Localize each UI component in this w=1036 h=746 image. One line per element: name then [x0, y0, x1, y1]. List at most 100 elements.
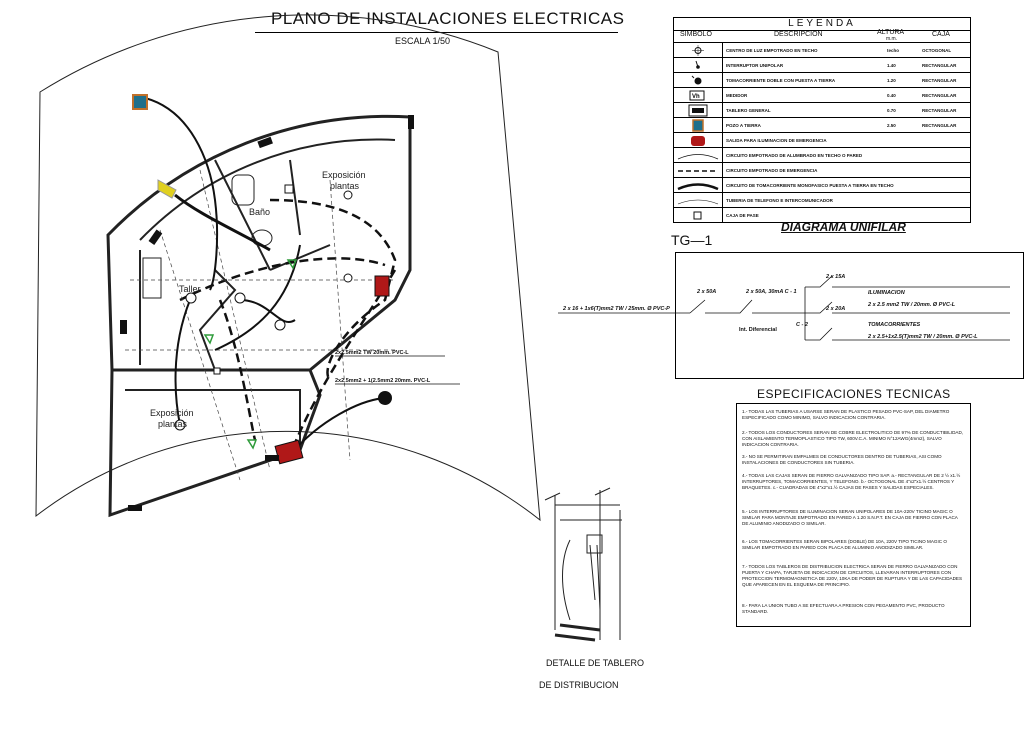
ground-icon — [674, 118, 723, 133]
line-dashed-icon — [674, 163, 723, 178]
legend-desc: POZO A TIERRA — [726, 123, 761, 128]
legend-desc: CENTRO DE LUZ EMPOTRADO EN TECHO — [726, 48, 818, 53]
legend-desc: TABLERO GENERAL — [726, 108, 771, 113]
diff-label: Int. Diferencial — [739, 327, 777, 333]
spec-item: 5.- LOS INTERRUPTORES DE ILUMINACION SER… — [742, 509, 958, 526]
inner-wall-south — [125, 389, 301, 445]
feeder-cable: 2 x 16 + 1x6(T)mm2 TW / 25mm. Ø PVC-P — [563, 306, 670, 312]
c1-cable: 2 x 2.5 mm2 TW / 20mm. Ø PVC-L — [868, 302, 956, 308]
diff-breaker: 2 x 50A, 30mA C - 1 — [746, 289, 797, 295]
pass-box-icon — [284, 184, 294, 194]
outlet-icons — [203, 259, 298, 450]
ceiling-light-icon — [343, 190, 353, 200]
c2-name: TOMACORRIENTES — [868, 322, 921, 328]
c1-breaker: 2 x 15A — [826, 274, 846, 280]
ceiling-light-icon — [274, 319, 286, 331]
switch-icon — [157, 179, 177, 199]
legend-row: CIRCUITO EMPOTRADO DE ALUMBRADO EN TECHO… — [674, 147, 970, 163]
line-thin-curve-icon — [674, 148, 723, 163]
legend-height: 2.50 — [887, 123, 896, 128]
spec-item: 8.- PARA LA UNION TUBO A SE EFECTUARA A … — [742, 603, 945, 614]
spec-item: 2.- TODOS LOS CONDUCTORES SERAN DE COBRE… — [742, 430, 964, 447]
legend-box: RECTANGULAR — [922, 108, 957, 113]
legend-header-height-unit: m.m. — [886, 36, 898, 42]
c2-breaker: 2 x 20A — [826, 306, 846, 312]
legend-box: OCTOGONAL — [922, 48, 952, 53]
legend-height: 0.70 — [887, 108, 896, 113]
wall-hatches — [120, 115, 414, 511]
circuit-label-1: 2x2.5mm2 TW 20mm. PVC-L — [335, 350, 409, 356]
legend-table: LEYENDA SIMBOLO DESCRIPCION ALTURA m.m. … — [673, 17, 971, 223]
meter-icon: Vh — [674, 88, 723, 103]
legend-height: 0.40 — [887, 93, 896, 98]
emergency-circuit-1 — [179, 257, 386, 302]
spec-item: 7.- TODOS LOS TABLEROS DE DISTRIBUCION E… — [742, 564, 963, 587]
outlet-circuit-1 — [174, 193, 271, 252]
legend-desc: INTERRUPTOR UNIPOLAR — [726, 63, 784, 68]
ceiling-light-icon — [674, 43, 723, 58]
c1-name: ILUMINACION — [868, 290, 905, 296]
meter-icon — [378, 391, 392, 405]
legend-desc: CAJA DE PASE — [726, 213, 759, 218]
lighting-circuit-3 — [239, 299, 296, 323]
room-label-expo1: Exposición — [322, 170, 366, 180]
legend-header-height: ALTURA — [877, 29, 905, 36]
spec-item: 3.- NO SE PERMITIRAN EMPALMES DE CONDUCT… — [742, 454, 942, 465]
specs-title: ESPECIFICACIONES TECNICAS — [757, 387, 951, 401]
legend-row: CIRCUITO DE TOMACORRIENTE MONOFASICO PUE… — [674, 177, 970, 193]
specs-box: 1.- TODAS LAS TUBERIAS A USARSE SERAN DE… — [736, 403, 971, 627]
inner-wall-arc — [139, 138, 396, 241]
telephone-lines — [125, 169, 395, 481]
outlet-icon — [674, 73, 723, 88]
title-underline — [255, 32, 618, 33]
spec-item: 4.- TODAS LAS CAJAS SERAN DE FIERRO GALV… — [742, 473, 961, 490]
legend-title: LEYENDA — [674, 18, 970, 31]
unifilar-title: DIAGRAMA UNIFILAR — [781, 220, 906, 234]
legend-row: TABLERO GENERAL 0.70 RECTANGULAR — [674, 102, 970, 118]
emergency-circuit-4 — [288, 269, 397, 456]
emergency-circuit-2 — [269, 198, 397, 381]
c2-tag: C - 2 — [796, 322, 808, 328]
legend-row: CIRCUITO EMPOTRADO DE EMERGENCIA — [674, 162, 970, 178]
ceiling-light-icon — [234, 292, 246, 304]
tg-label: TG—1 — [671, 232, 713, 248]
page-title: PLANO DE INSTALACIONES ELECTRICAS — [271, 9, 625, 28]
legend-desc: TOMACORRIENTE DOBLE CON PUESTA A TIERRA — [726, 78, 836, 83]
scale-label: ESCALA 1/50 — [395, 36, 451, 46]
ceiling-light-icon — [343, 273, 353, 283]
legend-box: RECTANGULAR — [922, 78, 957, 83]
detail-caption-1: DETALLE DE TABLERO — [546, 658, 645, 668]
legend-height: 1.20 — [887, 78, 896, 83]
building-wall-north — [106, 114, 412, 372]
pass-box-icon — [213, 367, 221, 375]
spec-item: 6.- LOS TOMACORRIENTES SERAN BIPOLARES (… — [742, 539, 947, 550]
legend-header-desc: DESCRIPCION — [774, 31, 823, 38]
panel-icon — [674, 103, 723, 118]
emergency-circuit-3 — [218, 299, 257, 441]
line-thin-icon — [674, 193, 723, 208]
ceiling-light-icon — [185, 292, 197, 304]
legend-height: 1.40 — [887, 63, 896, 68]
emergency-light-icon — [374, 275, 390, 297]
legend-box: RECTANGULAR — [922, 93, 957, 98]
legend-desc: CIRCUITO EMPOTRADO DE ALUMBRADO EN TECHO… — [726, 153, 863, 158]
room-label-taller: Taller — [179, 284, 201, 294]
circuit-label-2: 2x2.5mm2 + 1(2.5mm2 20mm. PVC-L — [335, 378, 431, 384]
legend-desc: SALIDA PARA ILUMINACION DE EMERGENCIA — [726, 138, 827, 143]
legend-desc: CIRCUITO DE TOMACORRIENTE MONOFASICO PUE… — [726, 183, 894, 188]
room-label-bano: Baño — [249, 207, 271, 217]
ground-pit-icon — [132, 94, 148, 110]
lighting-circuit-1 — [174, 299, 191, 426]
counter — [142, 257, 162, 299]
legend-header-symbol: SIMBOLO — [680, 31, 712, 38]
emergency-icon — [674, 133, 723, 148]
legend-header-box: CAJA — [932, 31, 950, 38]
legend-desc: MEDIDOR — [726, 93, 748, 98]
room-label-expo2b: plantas — [158, 419, 188, 429]
legend-row: CAJA DE PASE — [674, 207, 970, 223]
